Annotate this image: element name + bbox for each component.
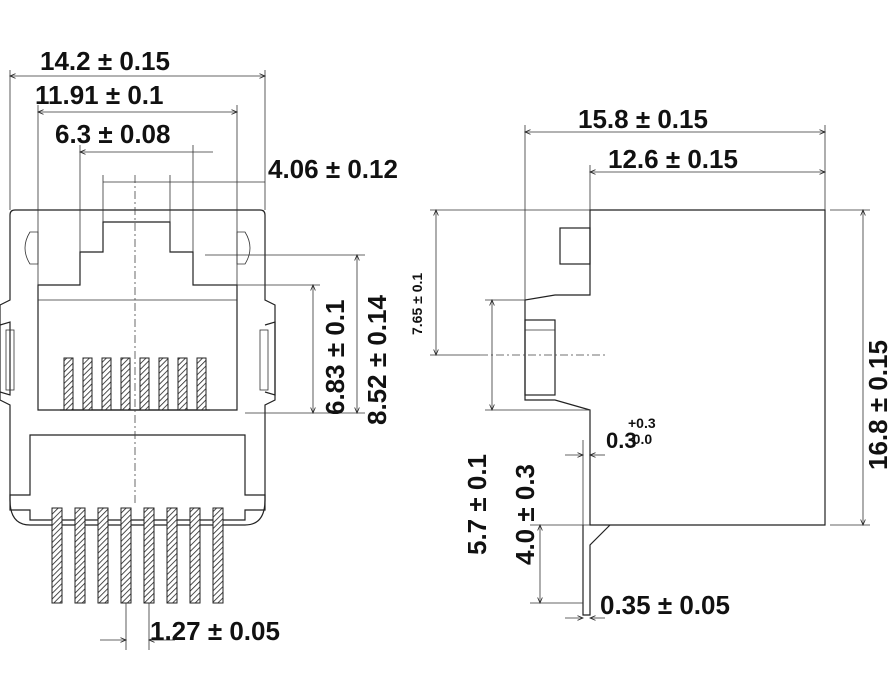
side-dimensions <box>430 125 870 618</box>
bottom-pins <box>51 507 224 604</box>
front-housing-outline <box>0 209 276 526</box>
dim-height-a: 6.83 ± 0.1 <box>320 300 350 415</box>
dim-latch-step: 4.06 ± 0.12 <box>268 154 398 184</box>
contact-finger <box>158 357 169 411</box>
right-latch-slot <box>259 329 269 391</box>
side-view <box>480 209 826 616</box>
pcb-pin <box>166 507 178 604</box>
contact-finger <box>196 357 207 411</box>
left-led-window <box>24 231 39 265</box>
contact-finger <box>101 357 112 411</box>
lower-body <box>9 434 266 521</box>
dim-overall-depth: 15.8 ± 0.15 <box>578 104 708 134</box>
pcb-pin <box>97 507 109 604</box>
pcb-pin <box>74 507 86 604</box>
dim-pin-length-b: 4.0 ± 0.3 <box>510 464 540 565</box>
contact-finger <box>63 357 74 411</box>
contact-finger <box>177 357 188 411</box>
dim-overall-height: 16.8 ± 0.15 <box>863 340 890 470</box>
contact-finger <box>82 357 93 411</box>
front-dimensions <box>10 70 365 650</box>
pcb-pin <box>212 507 224 604</box>
pcb-pin <box>189 507 201 604</box>
dim-body-depth: 12.6 ± 0.15 <box>608 144 738 174</box>
dim-tab-offset: 7.65 ± 0.1 <box>409 273 425 335</box>
side-pin-leg <box>582 524 611 616</box>
dim-inner-width: 11.91 ± 0.1 <box>35 80 164 110</box>
dim-standoff-tol-upper: +0.3 <box>628 415 656 431</box>
pcb-pin <box>120 507 132 604</box>
right-side-latch <box>264 321 276 396</box>
dim-height-b: 8.52 ± 0.14 <box>362 295 392 425</box>
side-tab-lower <box>524 319 556 396</box>
side-tab-upper <box>559 227 591 265</box>
side-body-outline <box>524 209 826 526</box>
contact-finger <box>139 357 150 411</box>
dim-standoff-tol-lower: -0.0 <box>628 431 652 447</box>
right-led-window <box>236 231 251 265</box>
dim-pin-pitch: 1.27 ± 0.05 <box>150 616 280 646</box>
dim-pin-thickness: 0.35 ± 0.05 <box>600 590 730 620</box>
dim-latch-width: 6.3 ± 0.08 <box>55 119 170 149</box>
contact-fingers <box>63 357 207 411</box>
dim-overall-width: 14.2 ± 0.15 <box>40 46 170 76</box>
left-latch-slot <box>5 329 15 391</box>
front-view <box>0 175 276 604</box>
pcb-pin <box>143 507 155 604</box>
contact-finger <box>120 357 131 411</box>
left-side-latch <box>0 321 11 396</box>
pcb-pin <box>51 507 63 604</box>
dim-standoff-base: 0.3 <box>606 428 637 453</box>
dim-pin-length-a: 5.7 ± 0.1 <box>462 454 492 555</box>
